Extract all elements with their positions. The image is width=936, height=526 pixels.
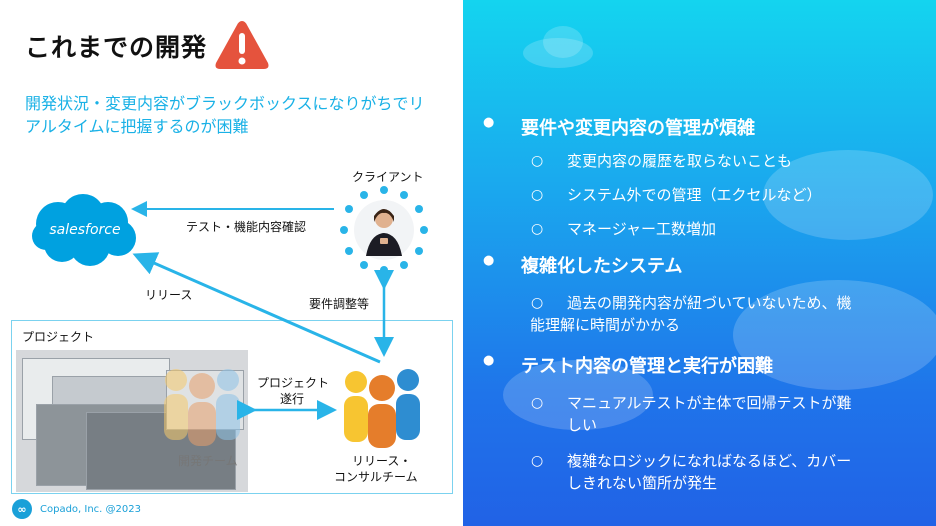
client-avatar [338, 184, 430, 276]
sub-bullet: ○システム外での管理（エクセルなど） [531, 186, 822, 204]
dev-team-label: 開発チーム [178, 454, 238, 468]
release-team-icon [344, 369, 420, 448]
progress-label-line1: プロジェクト [257, 376, 330, 390]
subtitle: 開発状況・変更内容がブラックボックスになりがちでリアルタイムに把握するのが困難 [25, 94, 425, 136]
left-panel: これまでの開発 開発状況・変更内容がブラックボックスになりがちでリアルタイムに把… [0, 0, 463, 526]
warning-icon [215, 21, 269, 69]
progress-label-line2: 遂行 [280, 392, 305, 406]
release-label: リリース [145, 288, 193, 302]
project-label: プロジェクト [22, 330, 95, 344]
release-team-label-line2: コンサルチーム [334, 470, 418, 484]
test-label: テスト・機能内容確認 [186, 220, 307, 234]
salesforce-logo: salesforce [28, 188, 140, 272]
dev-team-icon [164, 369, 240, 446]
footer-copyright: Copado, Inc. @2023 [40, 503, 141, 515]
bullet-heading: 複雑化したシステム [483, 252, 923, 278]
sub-bullet: ○マネージャー工数増加 [531, 220, 716, 238]
bullet-heading: テスト内容の管理と実行が困難 [483, 352, 923, 378]
release-team-label-line1: リリース・ [352, 454, 412, 468]
page-title: これまでの開発 [25, 33, 208, 62]
sub-bullet: ○複雑なロジックになればなるほど、カバーしきれない箇所が発生 [531, 452, 852, 492]
right-panel: 要件や変更内容の管理が煩雑 ○変更内容の履歴を取らないことも ○システム外での管… [463, 0, 936, 526]
sub-bullet: ○過去の開発内容が紐づいていないため、機能理解に時間がかかる [530, 294, 852, 334]
bullet-heading: 要件や変更内容の管理が煩雑 [483, 114, 923, 140]
requirements-label: 要件調整等 [309, 297, 370, 311]
client-label: クライアント [352, 170, 424, 184]
copado-logo-icon: ∞ [12, 499, 32, 519]
sub-bullet: ○変更内容の履歴を取らないことも [531, 152, 793, 170]
bullet-list: 要件や変更内容の管理が煩雑 ○変更内容の履歴を取らないことも ○システム外での管… [483, 114, 923, 494]
footer: ∞ Copado, Inc. @2023 [12, 499, 141, 519]
sub-bullet: ○マニュアルテストが主体で回帰テストが難しい [531, 394, 852, 434]
salesforce-text: salesforce [49, 222, 121, 238]
